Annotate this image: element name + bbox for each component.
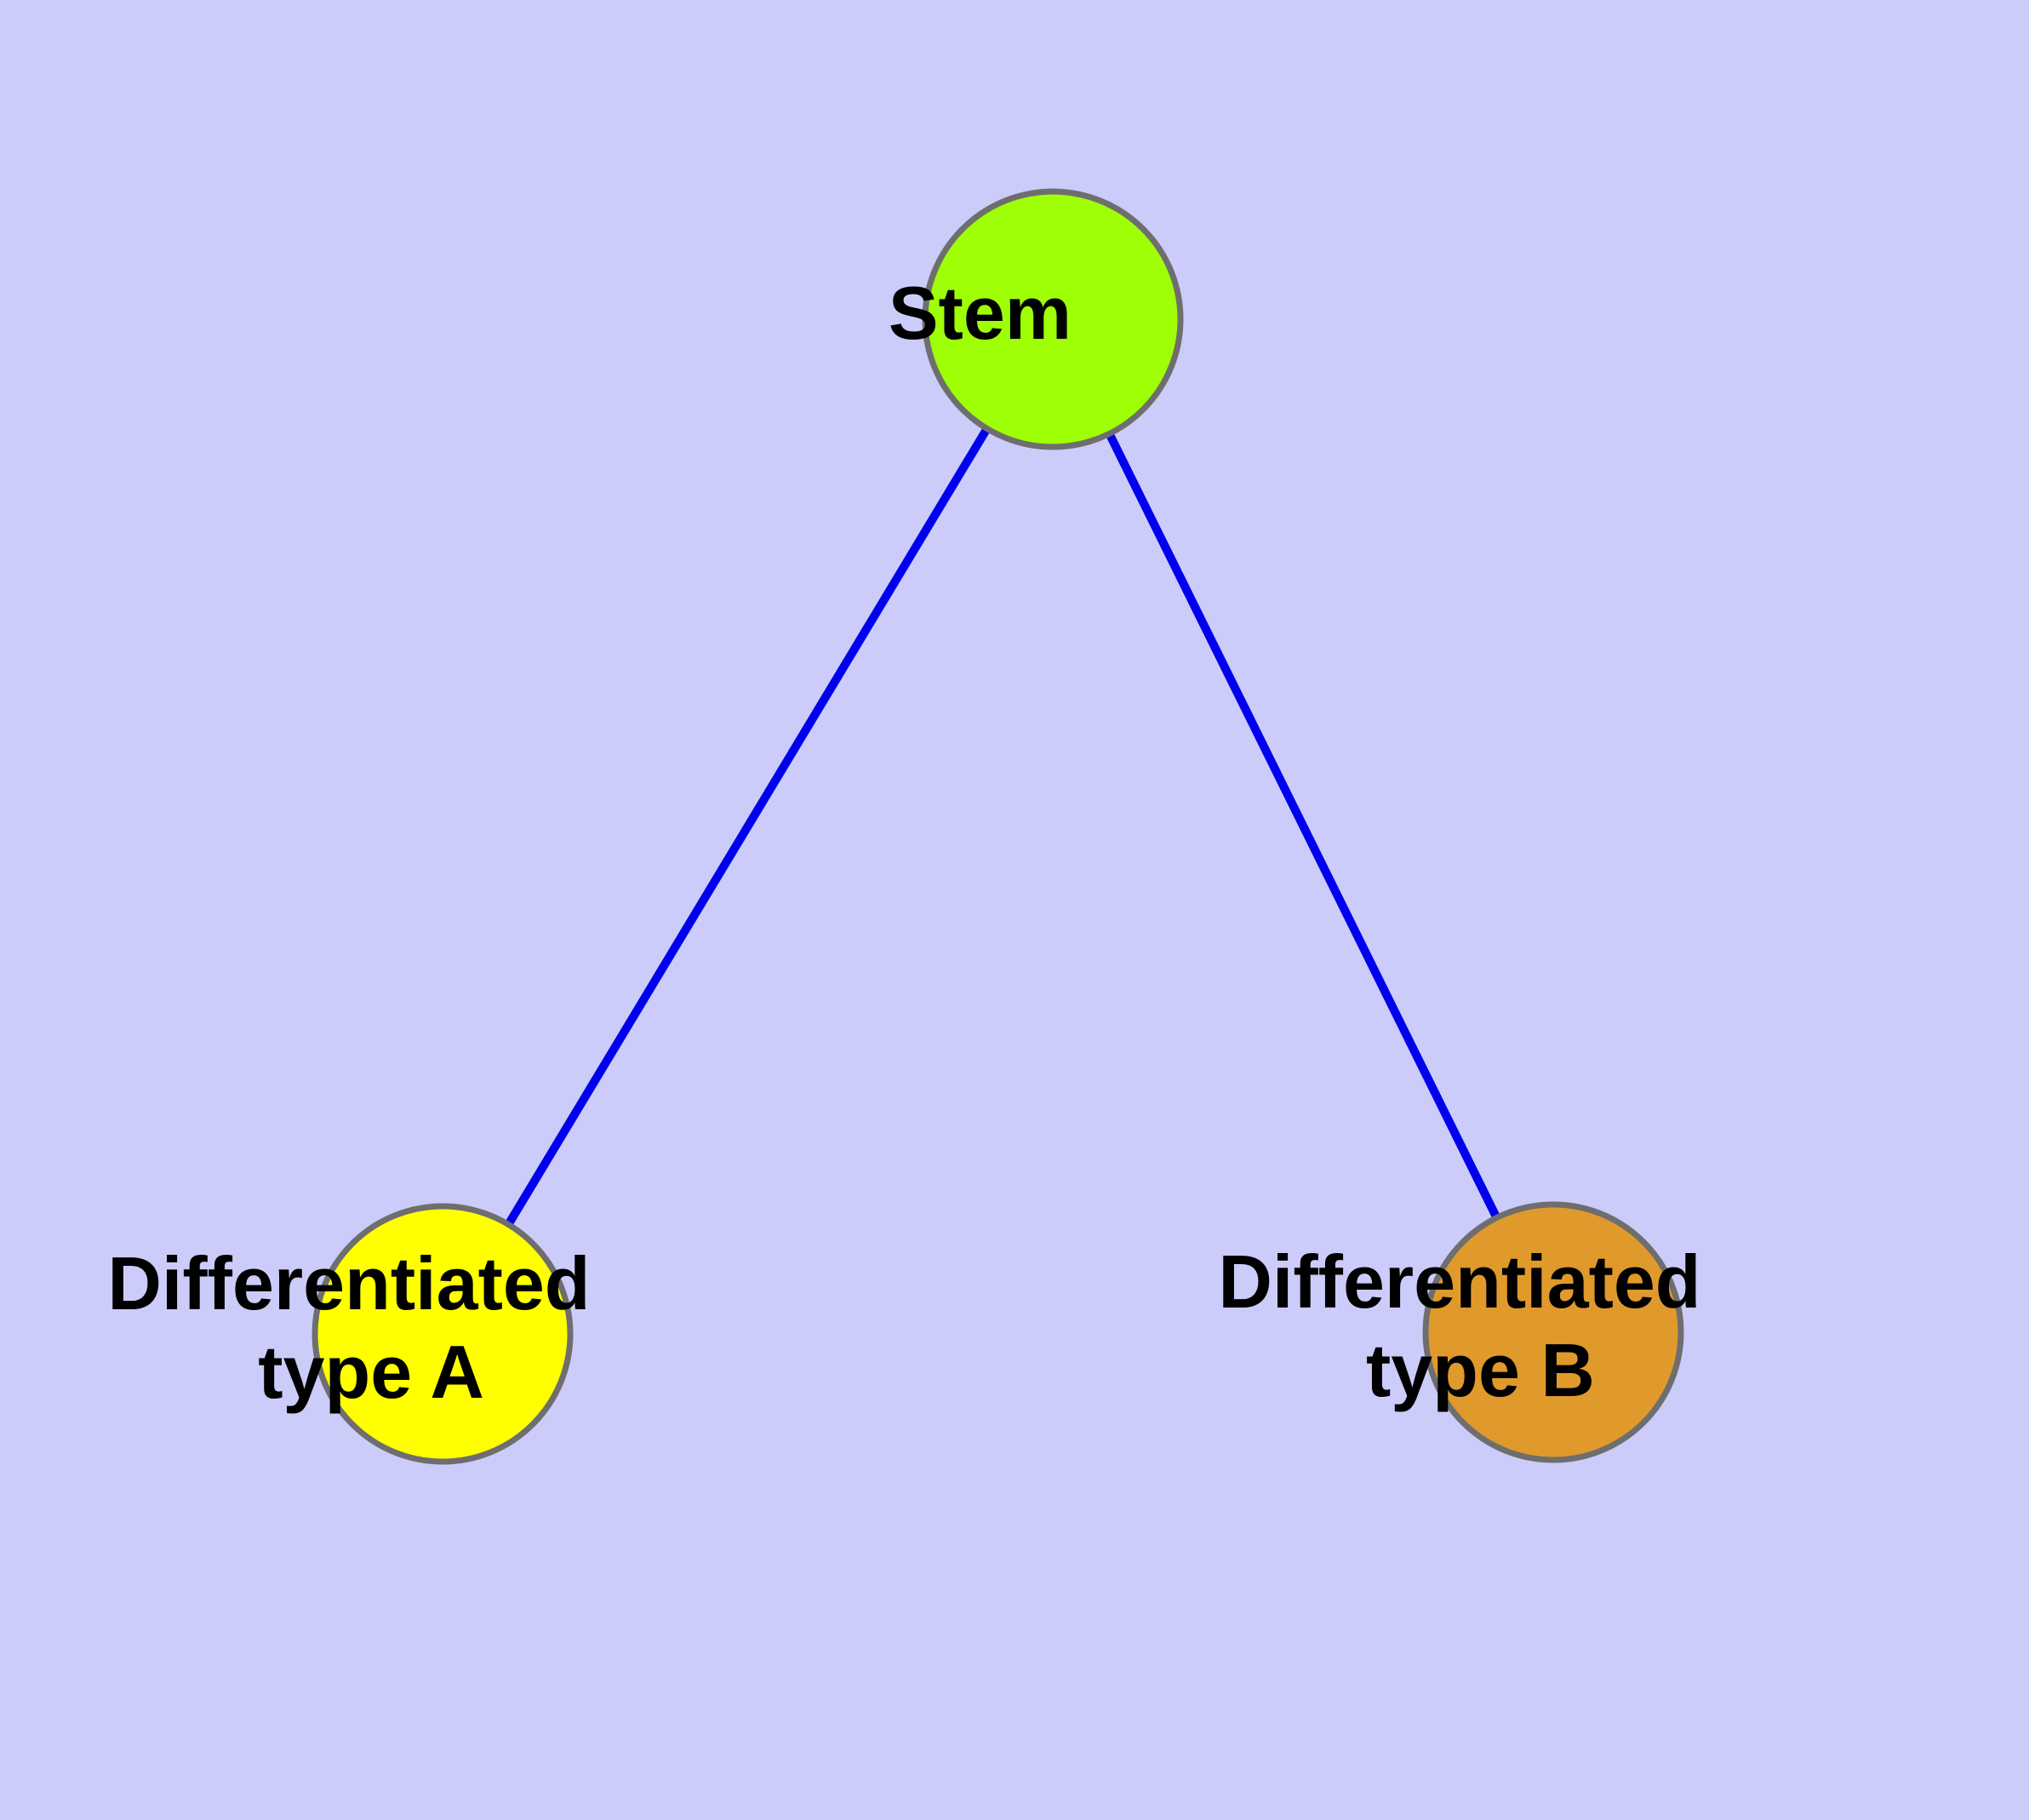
- node-differentiated-type-b-label-line-1: Differentiated: [1218, 1239, 1700, 1324]
- node-stem-circle[interactable]: [922, 188, 1184, 450]
- edge-stem-to-differentiated-type-b: [1049, 317, 1557, 1335]
- node-stem[interactable]: [922, 188, 1184, 450]
- node-differentiated-type-b-label: Differentiated type B: [1218, 1239, 1888, 1412]
- node-differentiated-type-a-label: Differentiated type A: [107, 1241, 777, 1414]
- node-stem-label: Stem: [889, 271, 1217, 355]
- node-differentiated-type-b-circle[interactable]: [1422, 1201, 1684, 1463]
- node-differentiated-type-a[interactable]: [311, 1203, 574, 1465]
- edges-layer: [438, 317, 1557, 1336]
- node-differentiated-type-b[interactable]: [1422, 1201, 1684, 1463]
- node-differentiated-type-a-label-line-1: Differentiated: [107, 1241, 590, 1325]
- edge-stem-to-differentiated-type-a: [438, 317, 1057, 1336]
- node-differentiated-type-b-label-line-2: type B: [1366, 1328, 1595, 1412]
- labels-layer: Stem Differentiated type A Differentiate…: [107, 271, 1888, 1414]
- node-differentiated-type-a-label-line-2: type A: [258, 1330, 483, 1414]
- node-stem-label-line-1: Stem: [889, 271, 1072, 355]
- nodes-layer: [311, 188, 1684, 1465]
- node-differentiated-type-a-circle[interactable]: [311, 1203, 574, 1465]
